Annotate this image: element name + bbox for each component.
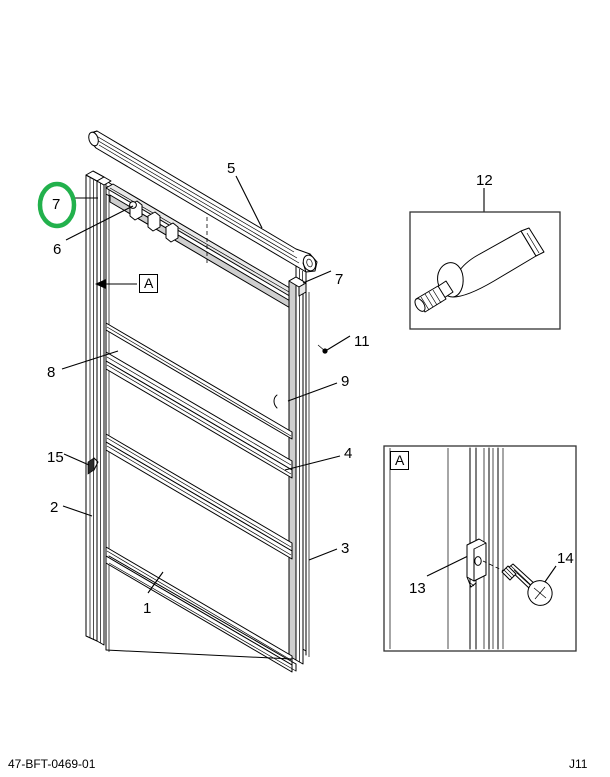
callout-label-4: 4: [344, 445, 353, 462]
top-left-corner-assembly: [85, 170, 301, 299]
sheet-code: J11: [569, 757, 588, 771]
callout-label-5: 5: [227, 160, 236, 177]
drawing-number: 47-BFT-0469-01: [8, 757, 96, 771]
callout-label-12: 12: [476, 172, 493, 189]
phillips-screw-part-14: [501, 563, 553, 606]
callout-label-1: 1: [143, 600, 152, 617]
lower-glazing-rail-part-4: [105, 433, 293, 560]
hinge-clip-part-15: [87, 457, 99, 475]
callout-label-6: 6: [53, 241, 62, 258]
callout-label-9: 9: [341, 373, 350, 390]
upper-window-divider: [105, 322, 293, 440]
callout-label-14: 14: [557, 550, 574, 567]
fastener-point-part-11: [317, 344, 328, 354]
sealant-tube-panel-12: [409, 211, 561, 330]
jamb-seal-mark-part-9: [273, 394, 278, 409]
callout-label-7-right: 7: [335, 271, 344, 288]
callout-label-15: 15: [47, 449, 64, 466]
door-panel-lower-outline: [108, 555, 297, 672]
callout-label-11: 11: [354, 333, 370, 350]
detail-panel-label-a: A: [390, 451, 410, 470]
bottom-rail-part-1: [105, 546, 293, 673]
door-frame-assembly: [85, 130, 328, 673]
callout-label-7-highlighted: 7: [52, 196, 61, 213]
callout-label-8: 8: [47, 364, 56, 381]
upper-header-channel-part-5: [88, 130, 318, 273]
left-vertical-post-part-2: [85, 174, 110, 652]
detail-a-panel: [383, 445, 577, 652]
mid-glazing-rail-part-8: [105, 351, 293, 479]
callout-label-3: 3: [341, 540, 350, 557]
section-marker-a-main: A: [139, 274, 159, 293]
right-vertical-post-part-3: [288, 265, 310, 665]
callout-label-13: 13: [409, 580, 426, 597]
callout-label-2: 2: [50, 499, 59, 516]
highlight-ellipse-callout-7: [37, 181, 77, 229]
